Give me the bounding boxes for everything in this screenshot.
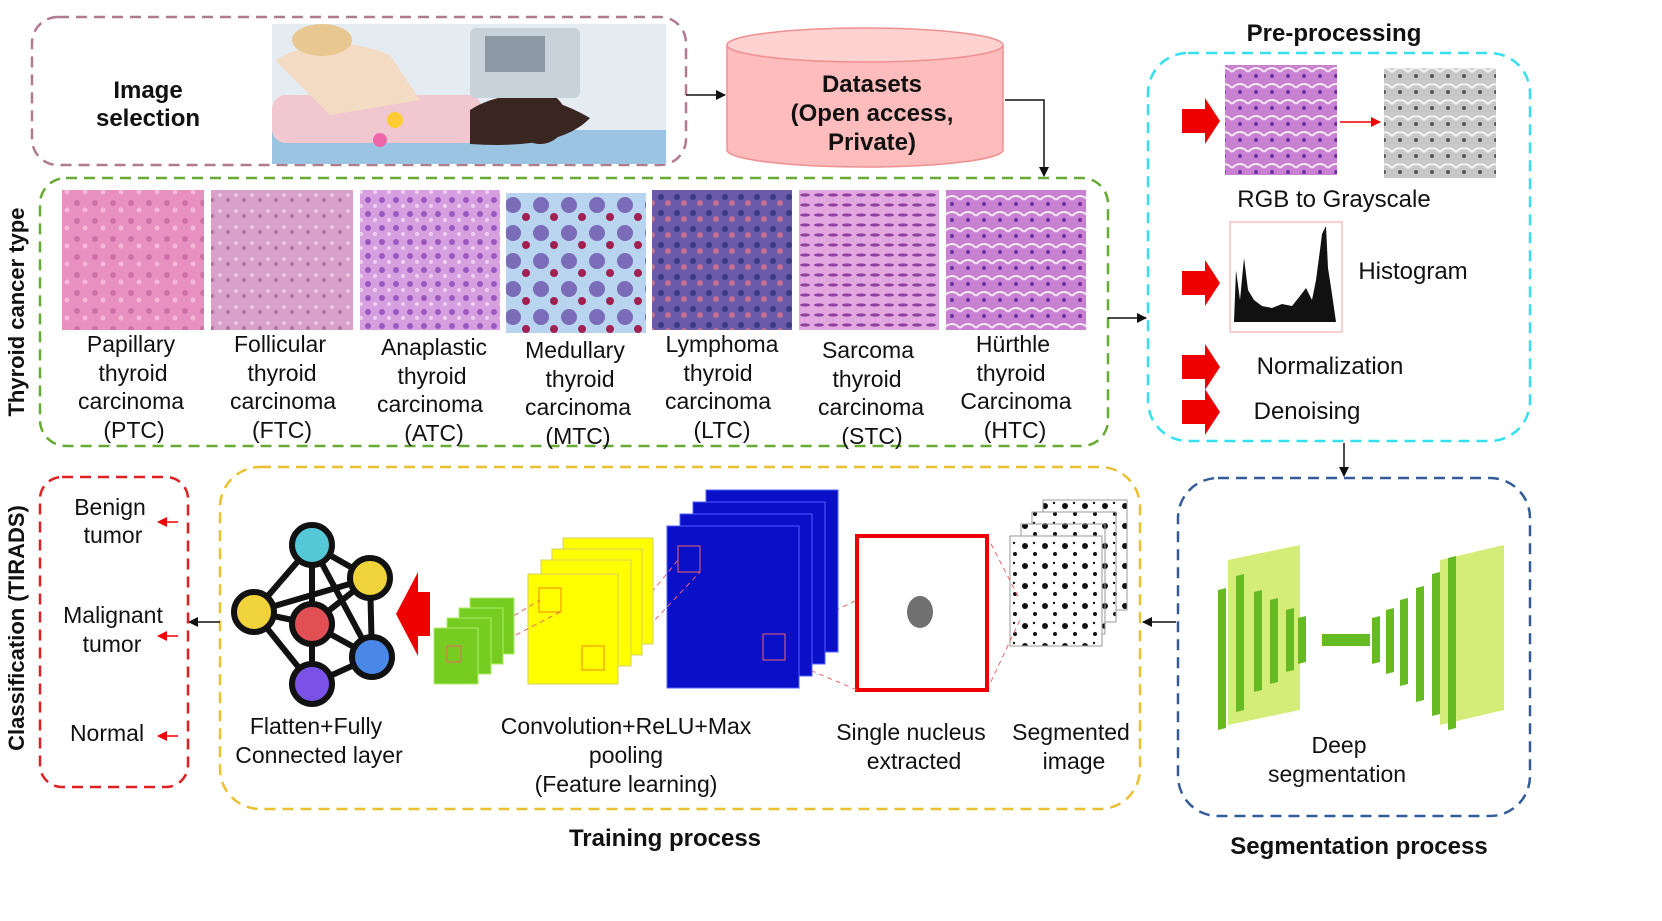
ptc-label-3: carcinoma — [78, 388, 184, 414]
ftc-label-4: (FTC) — [252, 417, 312, 443]
nucleus-label-2: extracted — [867, 748, 962, 774]
neural-network-icon — [231, 522, 395, 707]
blue-feature-maps — [666, 489, 839, 689]
mtc-label-4: (MTC) — [545, 423, 610, 449]
red-arrow-histogram — [1182, 260, 1220, 306]
atc-label-3: carcinoma — [377, 391, 483, 417]
denoising-label: Denoising — [1254, 398, 1361, 425]
conv-label-1: Convolution+ReLU+Max — [501, 713, 752, 739]
ftc-label-3: carcinoma — [230, 388, 336, 414]
image-selection-label-1: Image — [113, 77, 182, 104]
segmented-image-stack — [1009, 499, 1128, 647]
red-arrow-normalization — [1182, 344, 1220, 390]
green-feature-maps — [433, 597, 515, 685]
tissue-image-mtc — [506, 193, 646, 333]
segmented-image-label-2: image — [1043, 748, 1106, 774]
htc-label-1: Hürthle — [976, 331, 1050, 357]
stc-label-2: thyroid — [832, 366, 901, 392]
stc-label-4: (STC) — [841, 423, 902, 449]
tissue-image-stc — [799, 190, 939, 330]
benign-label-1: Benign — [74, 494, 146, 520]
stc-label-1: Sarcoma — [822, 337, 914, 363]
image-selection-box — [30, 15, 688, 167]
ltc-label-3: carcinoma — [665, 388, 771, 414]
deep-segmentation-label-2: segmentation — [1268, 761, 1406, 787]
yellow-feature-maps — [527, 537, 654, 685]
cancer-type-box — [38, 176, 1110, 448]
classification-side-label: Classification (TIRADS) — [4, 505, 29, 751]
cancer-type-side-label: Thyroid cancer type — [4, 207, 29, 416]
zoom-line-upper — [986, 535, 1021, 601]
segmentation-box — [1176, 476, 1532, 818]
benign-label-2: tumor — [84, 522, 143, 548]
conv-label-2: pooling — [589, 742, 663, 768]
htc-label-4: (HTC) — [984, 417, 1047, 443]
malignant-label-1: Malignant — [63, 602, 163, 628]
classification-box — [38, 475, 190, 789]
tissue-image-ftc — [211, 190, 353, 330]
datasets-label-2: (Open access, — [791, 100, 954, 127]
datasets-cylinder — [726, 27, 1004, 168]
rgb-to-grayscale-label: RGB to Grayscale — [1237, 186, 1430, 213]
mtc-label-2: thyroid — [545, 366, 614, 392]
mtc-label-3: carcinoma — [525, 394, 631, 420]
tissue-image-atc — [360, 190, 500, 330]
tissue-image-ltc — [652, 190, 792, 330]
arrow-datasets-to-types — [1005, 99, 1049, 177]
normalization-label: Normalization — [1257, 353, 1404, 380]
ltc-label-2: thyroid — [683, 360, 752, 386]
datasets-label-1: Datasets — [822, 71, 922, 98]
segmentation-title: Segmentation process — [1230, 833, 1487, 860]
training-box — [218, 465, 1142, 811]
rgb-tissue-image — [1225, 65, 1337, 175]
ptc-label-4: (PTC) — [103, 417, 164, 443]
histogram-image — [1229, 221, 1343, 333]
ltc-label-4: (LTC) — [693, 417, 750, 443]
htc-label-3: Carcinoma — [960, 388, 1071, 414]
red-arrow-to-fc — [396, 572, 430, 656]
stc-label-3: carcinoma — [818, 394, 924, 420]
htc-label-2: thyroid — [976, 360, 1045, 386]
nucleus-blob — [907, 596, 933, 628]
ultrasound-photo — [272, 24, 666, 164]
atc-label-2: thyroid — [397, 363, 466, 389]
datasets-label-3: Private) — [828, 129, 916, 156]
atc-label-4: (ATC) — [404, 420, 464, 446]
unet-shape — [1218, 545, 1504, 730]
red-arrow-denoising — [1182, 389, 1220, 435]
image-selection-label-2: selection — [96, 105, 200, 132]
ftc-label-1: Follicular — [234, 331, 326, 357]
preprocessing-title: Pre-processing — [1247, 20, 1422, 47]
fc-label-2: Connected layer — [235, 742, 403, 768]
histogram-label: Histogram — [1358, 258, 1467, 285]
zoom-line-lower — [986, 619, 1021, 691]
tissue-image-ptc — [62, 190, 204, 330]
mtc-label-1: Medullary — [525, 337, 625, 363]
normal-label: Normal — [70, 720, 144, 746]
training-title: Training process — [569, 825, 761, 852]
deep-segmentation-label-1: Deep — [1312, 732, 1367, 758]
ptc-label-1: Papillary — [87, 331, 176, 357]
grayscale-tissue-image — [1384, 68, 1496, 178]
atc-label-1: Anaplastic — [381, 334, 487, 360]
preprocessing-box — [1146, 51, 1532, 443]
segmented-image-label-1: Segmented — [1012, 719, 1130, 745]
ltc-label-1: Lymphoma — [666, 331, 779, 357]
ftc-label-2: thyroid — [247, 360, 316, 386]
malignant-label-2: tumor — [83, 631, 142, 657]
ptc-label-2: thyroid — [98, 360, 167, 386]
red-arrow-rgb — [1182, 98, 1220, 144]
nucleus-label-1: Single nucleus — [836, 719, 986, 745]
tissue-image-htc — [946, 190, 1086, 330]
fc-label-1: Flatten+Fully — [250, 713, 383, 739]
conv-label-3: (Feature learning) — [535, 771, 718, 797]
